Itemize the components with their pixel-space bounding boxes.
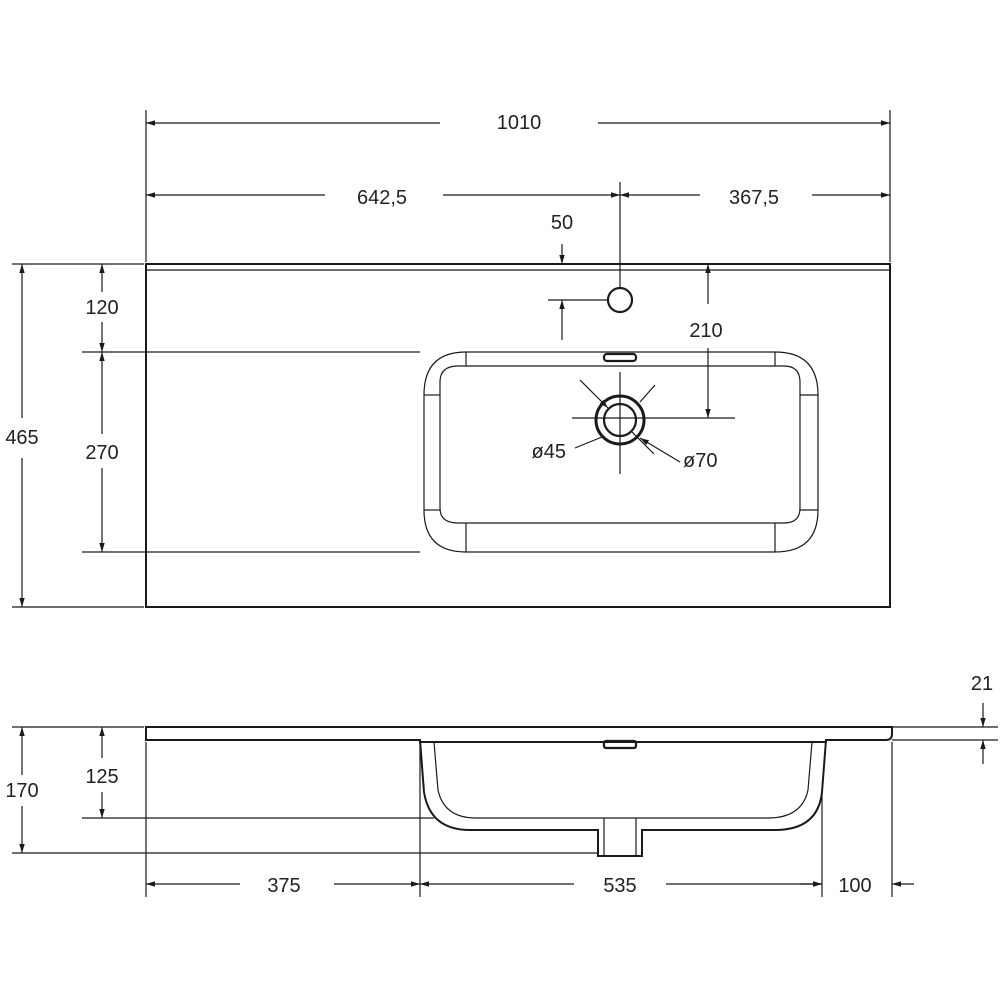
overflow-slot-front: [602, 739, 638, 750]
slab-outline: [145, 726, 893, 743]
overflow-slot: [602, 352, 638, 363]
dia45-leader-2: [631, 431, 655, 455]
tap-hole: [606, 286, 634, 314]
dim-side-left: 375: [267, 875, 300, 897]
dim-side-right: 100: [838, 875, 871, 897]
dim-bowl-depth: 270: [85, 442, 118, 464]
dim-right-offset: 367,5: [729, 187, 779, 209]
dia70-leader-2: [639, 437, 681, 463]
bowl-profile-outer: [419, 739, 827, 857]
dim-bowl-width: 535: [603, 875, 636, 897]
top-view: 1010 642,5 367,5 50 210 ø45 ø70 465: [5, 110, 891, 608]
dim-rim-thickness: 21: [971, 673, 993, 695]
dim-tap-hole: 50: [551, 212, 573, 234]
dia45-leader-3: [574, 436, 603, 449]
dia70-leader: [639, 384, 656, 403]
dim-left-offset: 642,5: [357, 187, 407, 209]
dim-back-to-drain: 210: [689, 320, 722, 342]
dim-drain-outer: ø70: [683, 450, 717, 472]
dim-overall-height: 170: [5, 780, 38, 802]
bowl-inner: [439, 365, 801, 524]
dim-back-to-bowl: 120: [85, 297, 118, 319]
dim-drain-inner: ø45: [532, 441, 566, 463]
dim-overall-depth: 465: [5, 427, 38, 449]
countertop-outline: [145, 263, 891, 608]
bowl-profile-inner: [433, 741, 813, 819]
front-view: 170 125 21 375 535 100: [5, 673, 998, 897]
dia45-leader: [579, 379, 609, 409]
dim-bowl-height: 125: [85, 766, 118, 788]
dim-overall-width: 1010: [497, 112, 542, 134]
bowl-outer: [423, 351, 819, 553]
